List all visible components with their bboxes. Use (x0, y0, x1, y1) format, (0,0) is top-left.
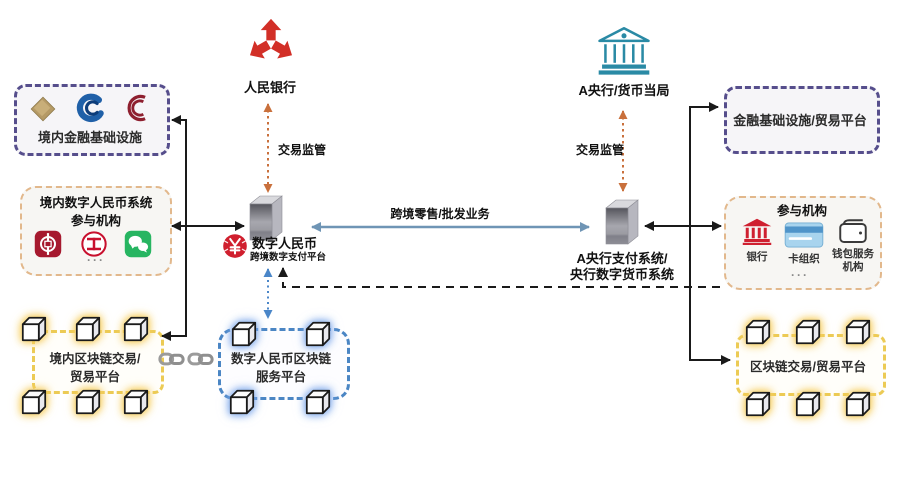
foreign-central-bank-label: A央行/货币当局 (578, 83, 670, 98)
wechat-icon (124, 230, 152, 258)
box-domestic-participants (20, 186, 172, 276)
icbc-bank-icon (81, 231, 107, 257)
foreign-participants-title: 参与机构 (776, 204, 828, 218)
blockchain-cube-icon (302, 318, 334, 350)
blockchain-cube-icon (120, 386, 152, 418)
blockchain-cube-icon (72, 313, 104, 345)
ecny-platform-title: 数字人民币 (252, 236, 318, 251)
wallet-service-label: 钱包服务机构 (832, 248, 874, 274)
foreign-server-icon (605, 199, 639, 245)
domestic-participants-title-1: 境内数字人民币系统 (39, 196, 153, 210)
blockchain-cube-icon (842, 388, 874, 420)
foreign-participants-more: ··· (791, 268, 809, 282)
domestic-participants-title-2: 参与机构 (70, 214, 122, 228)
domestic-blockchain-label-1: 境内区块链交易/ (49, 352, 141, 366)
red-rings-icon (127, 94, 146, 122)
blockchain-cube-icon (226, 386, 258, 418)
bank-icon (742, 218, 772, 245)
foreign-blockchain-label: 区块链交易/贸易平台 (750, 360, 866, 374)
foreign-system-label-1: A央行支付系统/ (576, 251, 668, 266)
blockchain-cube-icon (792, 388, 824, 420)
ecny-server-icon (249, 195, 283, 241)
blockchain-cube-icon (18, 313, 50, 345)
cross-border-label: 跨境零售/批发业务 (390, 207, 490, 221)
blockchain-cube-icon (742, 388, 774, 420)
blockchain-cube-icon (302, 386, 334, 418)
gold-diamond-icon (30, 96, 56, 122)
blockchain-cube-icon (120, 313, 152, 345)
blockchain-cube-icon (72, 386, 104, 418)
blockchain-cube-icon (842, 316, 874, 348)
chain-link-icon (187, 350, 214, 368)
foreign-infrastructure-label: 金融基础设施/贸易平台 (733, 113, 867, 128)
blockchain-cube-icon (18, 386, 50, 418)
card-org-label: 卡组织 (788, 253, 820, 265)
ecny-platform-subtitle: 跨境数字支付平台 (250, 252, 327, 263)
box-foreign-infrastructure (724, 86, 880, 154)
pboc-logo-icon (249, 18, 293, 59)
blockchain-cube-icon (228, 318, 260, 350)
chain-link-icon (158, 350, 185, 368)
supervision-left-label: 交易监管 (278, 143, 327, 157)
foreign-bank-icon (598, 26, 650, 75)
ecny-blockchain-label-1: 数字人民币区块链 (230, 352, 332, 366)
ecny-badge-icon (223, 234, 247, 258)
domestic-participants-more: ··· (87, 253, 105, 267)
blue-swirl-icon (76, 93, 104, 123)
bank-label: 银行 (746, 251, 768, 263)
card-icon (784, 222, 824, 248)
domestic-blockchain-label-2: 贸易平台 (69, 370, 121, 384)
blockchain-cube-icon (742, 316, 774, 348)
wallet-icon (839, 219, 867, 243)
ecny-blockchain-label-2: 服务平台 (255, 370, 307, 384)
pboc-label: 人民银行 (243, 80, 297, 95)
boc-bank-icon (34, 230, 62, 258)
domestic-infrastructure-label: 境内金融基础设施 (37, 130, 143, 145)
blockchain-cube-icon (792, 316, 824, 348)
supervision-right-label: 交易监管 (576, 143, 625, 157)
foreign-system-label-2: 央行数字货币系统 (569, 267, 675, 282)
